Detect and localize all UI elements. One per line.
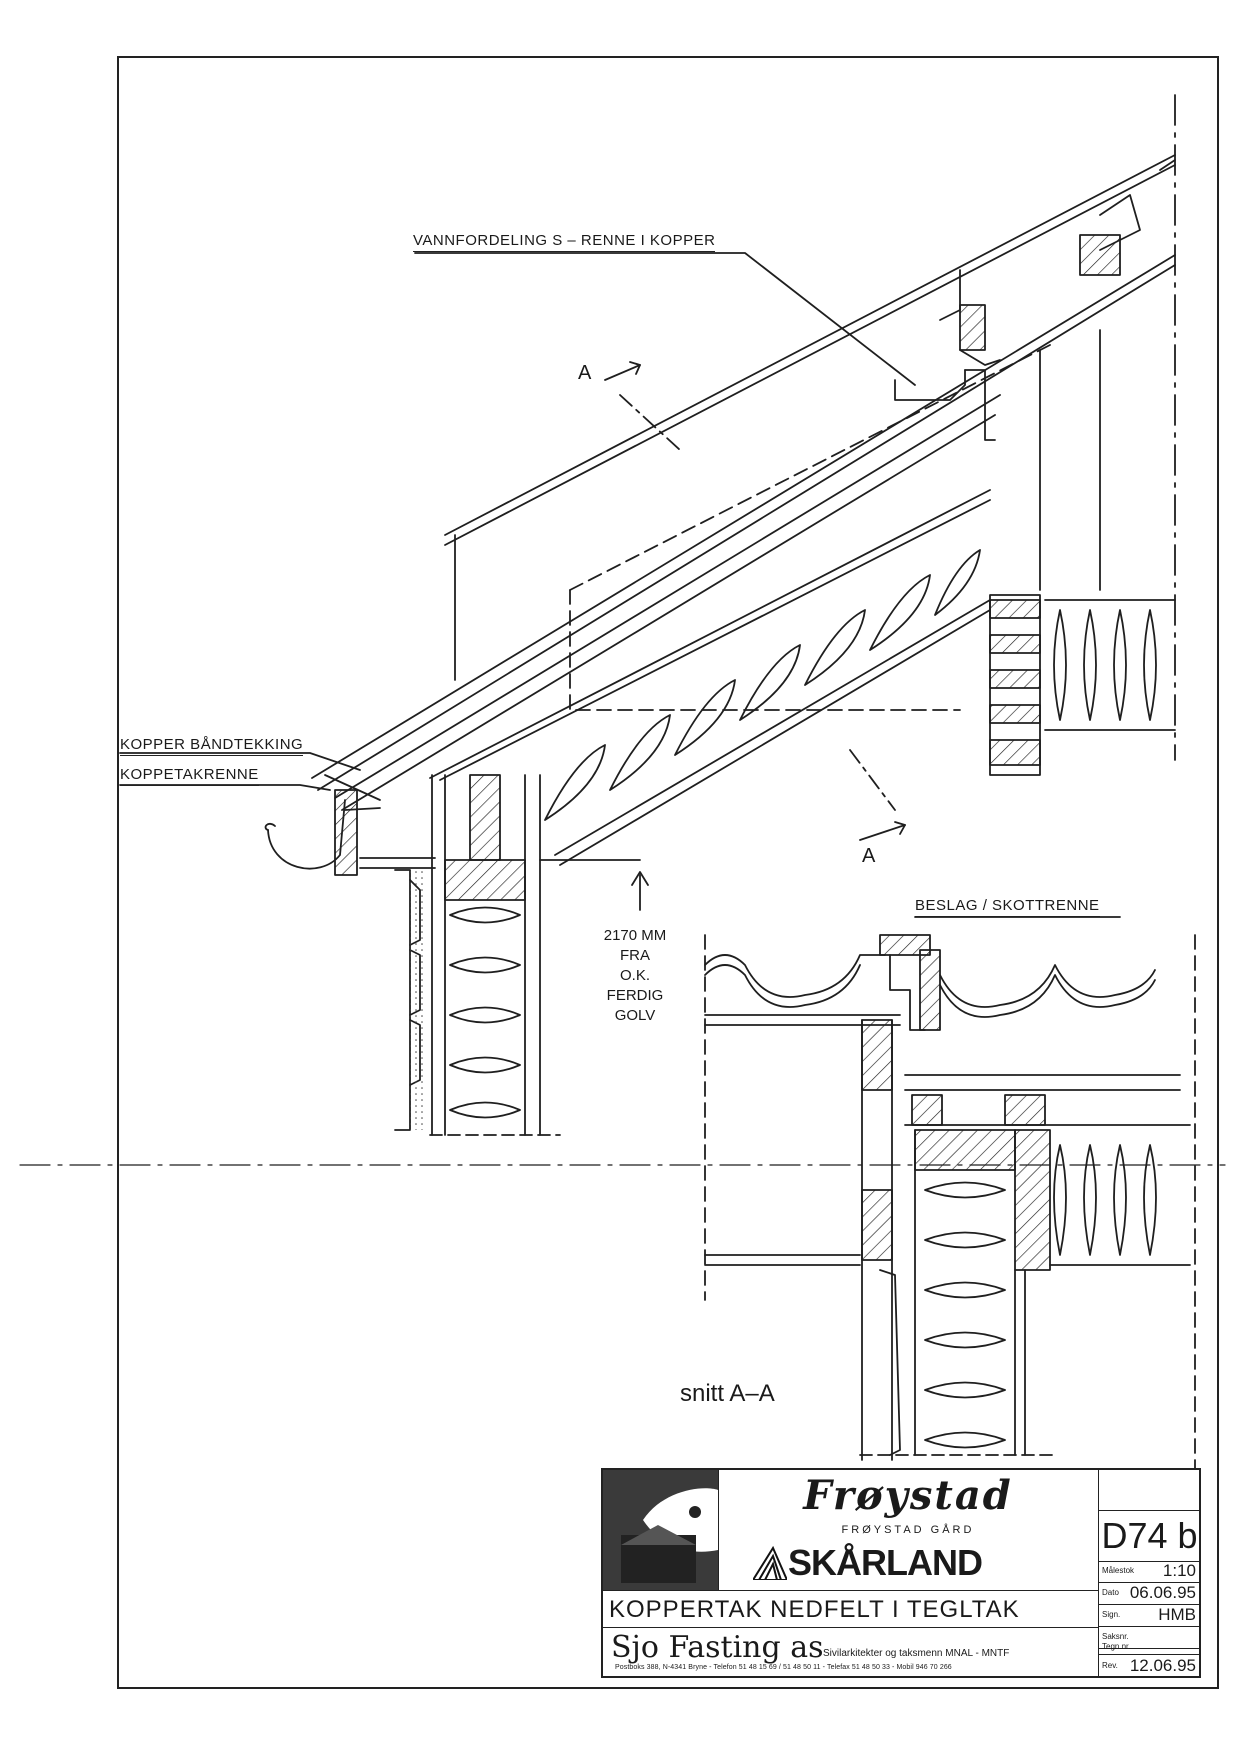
drawing-title: KOPPERTAK NEDFELT I TEGLTAK bbox=[603, 1590, 1098, 1628]
meta-key: Saksnr. bbox=[1102, 1632, 1129, 1641]
farm-logo bbox=[603, 1470, 719, 1590]
farm-logo-icon bbox=[603, 1470, 718, 1590]
meta-key: Dato bbox=[1102, 1588, 1119, 1597]
firm-address: Postboks 388, N-4341 Bryne - Telefon 51 … bbox=[615, 1664, 952, 1671]
firm-description: Sivilarkitekter og taksmenn MNAL - MNTF bbox=[823, 1648, 1010, 1659]
skarland-logo-text: SKÅRLAND bbox=[788, 1542, 983, 1583]
meta-row-sign: Sign. HMB bbox=[1099, 1604, 1200, 1627]
brand-area: Frøystad FRØYSTAD GÅRD SKÅRLAND bbox=[718, 1470, 1098, 1590]
meta-value: 1:10 bbox=[1162, 1561, 1196, 1580]
copper-strip-label: KOPPER BÅNDTEKKING bbox=[120, 736, 304, 756]
section-title: snitt A–A bbox=[680, 1380, 775, 1407]
height-note-line-2: FRA bbox=[620, 947, 650, 964]
gutter-channel-label: VANNFORDELING S – RENNE I KOPPER bbox=[413, 232, 716, 252]
meta-key: Målestok bbox=[1102, 1566, 1135, 1575]
meta-row-revision: Rev. 12.06.95 bbox=[1099, 1654, 1200, 1677]
drawing-sheet-frame bbox=[117, 56, 1219, 1689]
title-block-meta: D74 b Målestok 1:10 Dato 06.06.95 Sign. … bbox=[1098, 1470, 1200, 1676]
section-marker-bottom: A bbox=[862, 845, 876, 867]
meta-row-scale: Målestok 1:10 bbox=[1099, 1560, 1200, 1583]
meta-value: 06.06.95 bbox=[1129, 1583, 1196, 1602]
meta-key: Sign. bbox=[1102, 1610, 1121, 1619]
height-note: 2170 MM FRA O.K. FERDIG GOLV bbox=[590, 926, 680, 1026]
height-note-line-4: GOLV bbox=[614, 1007, 656, 1024]
eaves-gutter-label: KOPPETAKRENNE bbox=[120, 766, 259, 786]
flashing-label: BESLAG / SKOTTRENNE bbox=[915, 897, 1100, 917]
firm-name: Sjo Fasting as bbox=[611, 1630, 824, 1665]
meta-value: 12.06.95 bbox=[1129, 1656, 1196, 1675]
height-note-line-1: 2170 MM bbox=[603, 927, 667, 944]
skarland-mark-icon bbox=[753, 1546, 787, 1580]
meta-row-case: Saksnr. bbox=[1099, 1626, 1200, 1649]
drawing-number: D74 b bbox=[1099, 1510, 1200, 1562]
brand-subtitle: FRØYSTAD GÅRD bbox=[841, 1524, 975, 1536]
meta-row-drawing-no: Tegn.nr. bbox=[1099, 1640, 1200, 1656]
meta-key: Tegn.nr. bbox=[1102, 1642, 1131, 1651]
meta-value: HMB bbox=[1158, 1605, 1196, 1624]
height-note-line-3: O.K. FERDIG bbox=[606, 967, 664, 1004]
meta-key: Rev. bbox=[1102, 1661, 1118, 1670]
title-block: Frøystad FRØYSTAD GÅRD SKÅRLAND D74 b Må… bbox=[601, 1468, 1201, 1678]
meta-row-date: Dato 06.06.95 bbox=[1099, 1582, 1200, 1605]
section-marker-top: A bbox=[578, 362, 592, 384]
brand-name: Frøystad bbox=[803, 1472, 1013, 1519]
